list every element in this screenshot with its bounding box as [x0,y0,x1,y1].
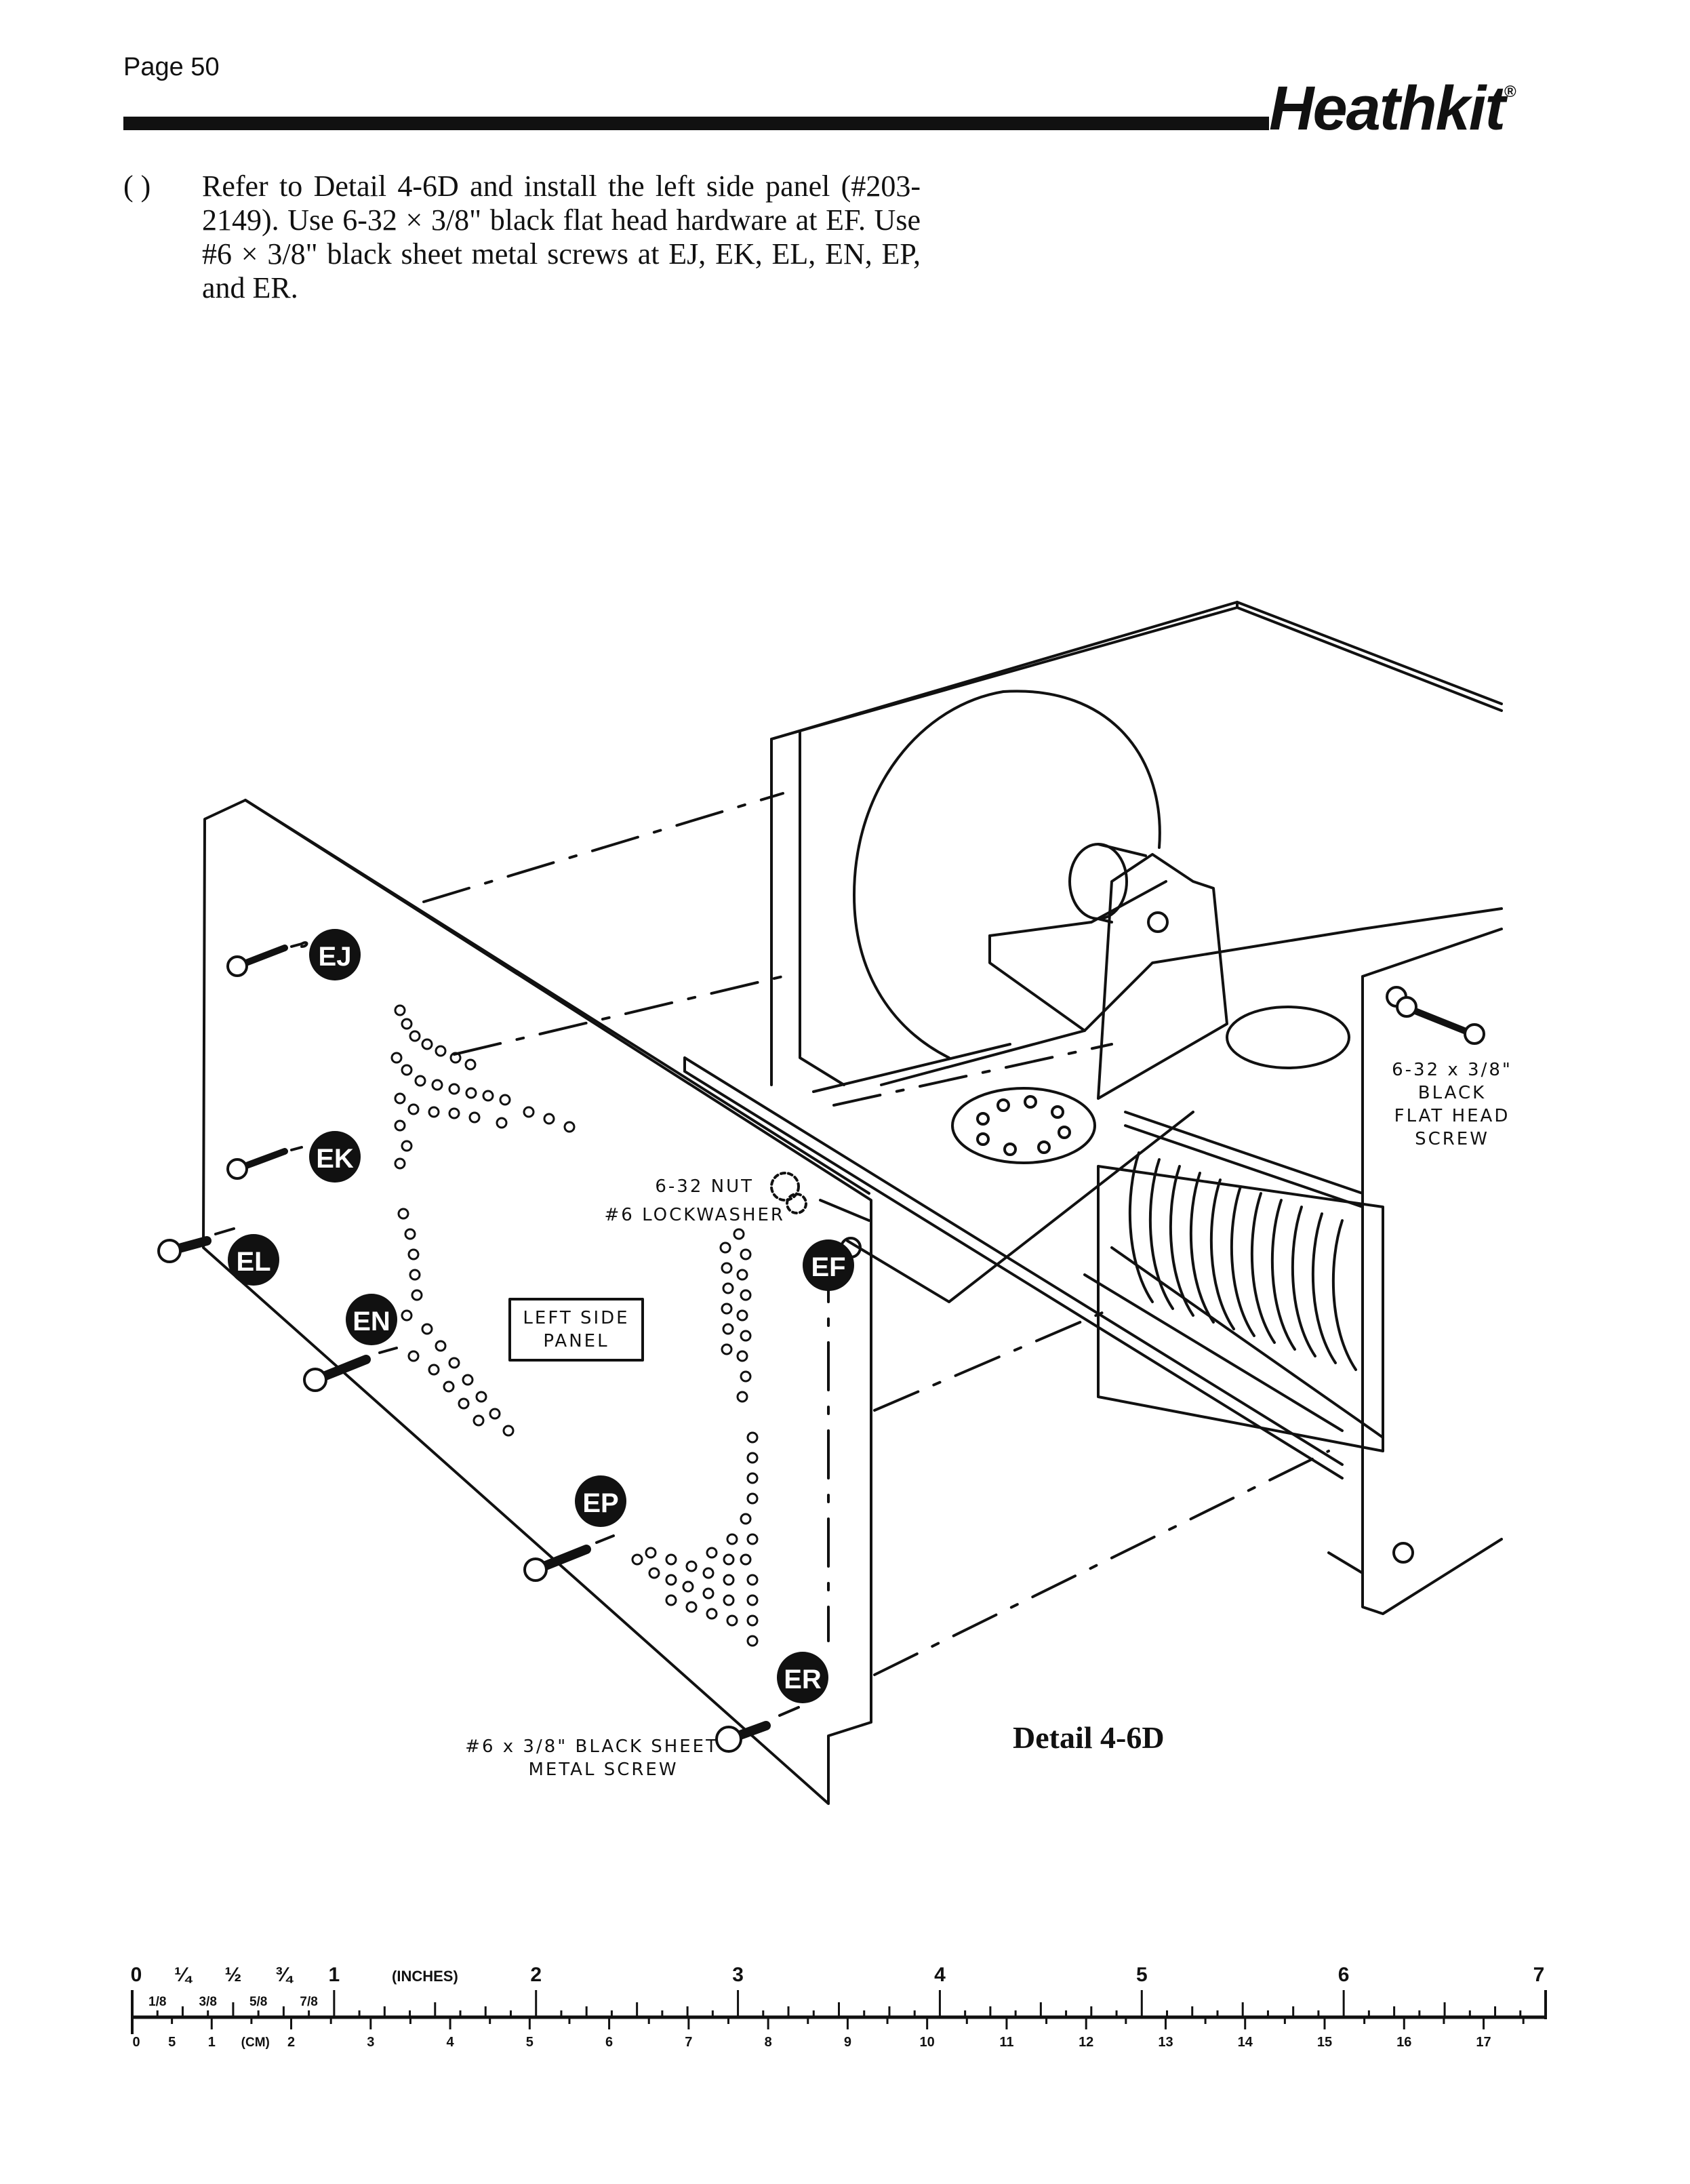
ruler-inch-label: ½ [224,1964,241,1986]
ruler-cm-label: 2 [287,2035,295,2050]
panel-label-line2: PANEL [543,1331,609,1351]
ruler-cm-label: 0 [132,2035,140,2050]
capacitor-bracket [1097,853,1228,1100]
socket-disk [951,1087,1096,1164]
screw-ej [226,941,308,977]
chassis-front-panel [770,730,845,1086]
callout-ef: EF [803,1239,854,1291]
flat-head-line2: BLACK [1418,1083,1486,1103]
ruler-cm-label: 10 [920,2035,935,2050]
ruler-fraction-label: 1/8 [148,1995,166,2009]
shaft-hub [1068,843,1128,920]
chassis-right-panel [1327,928,1503,1615]
standoff-bar [683,1056,1344,1480]
chassis-back-wall [770,601,1503,740]
ruler-cm-label: 12 [1079,2035,1093,2050]
callout-ek: EK [309,1131,361,1183]
ruler-cm-label: 8 [765,2035,772,2050]
panel-label-box [508,1298,644,1362]
ruler-inch-label: 2 [530,1964,542,1986]
ruler-cm-label: 16 [1396,2035,1411,2050]
ruler-cm-label: 9 [844,2035,851,2050]
chassis-floor [812,907,1503,1093]
ruler [131,1990,1547,2034]
panel-label-line1: LEFT SIDE [523,1308,629,1328]
svg-text:EJ: EJ [319,942,352,972]
step-text: Refer to Detail 4-6D and install the lef… [202,170,921,304]
svg-text:EN: EN [353,1307,390,1336]
ruler-cm-label: 17 [1476,2035,1491,2050]
ruler-inch-label: 0 [131,1964,142,1986]
header-rule [123,117,1269,130]
brand-logo: Heathkit® [1269,73,1516,144]
ruler-inch-label: 7 [1533,1964,1545,1986]
ruler-fraction-label: 5/8 [249,1995,267,2009]
ruler-fraction-label: 3/8 [199,1995,216,2009]
flat-head-line1: 6-32 x 3/8" [1392,1060,1512,1080]
ruler-cm-label: 7 [685,2035,692,2050]
screw-en [303,1347,398,1392]
svg-text:EP: EP [582,1488,618,1518]
ruler-cm-label: 3 [367,2035,374,2050]
flat-head-line3: FLAT HEAD [1394,1106,1510,1126]
ruler-inch-label: ¼ [174,1964,193,1986]
ruler-inch-label: 4 [934,1964,946,1986]
screw-er [715,1706,800,1753]
ruler-cm-label: 1 [208,2035,216,2050]
callout-el: EL [228,1234,279,1286]
ruler-inch-label: 5 [1136,1964,1148,1986]
flat-head-line4: SCREW [1415,1129,1489,1149]
callout-er: ER [777,1652,828,1703]
callout-ep: EP [575,1475,626,1527]
dial-disk [853,690,1161,1059]
step-checkbox[interactable]: ( ) [123,170,151,203]
sheet-screw-line2: METAL SCREW [528,1760,678,1780]
ruler-cm-label: 4 [447,2035,455,2050]
svg-text:ER: ER [784,1665,822,1694]
nut-label: 6-32 NUT [655,1176,754,1197]
figure-caption: Detail 4-6D [1013,1720,1165,1755]
svg-text:EL: EL [236,1247,270,1277]
screw-flat-head [1396,996,1485,1045]
screw-ek [226,1146,303,1180]
registered-mark: ® [1504,83,1516,101]
ruler-inch-label: 1 [329,1964,340,1986]
ruler-cm-label: 14 [1238,2035,1253,2050]
ruler-cm-label: 13 [1158,2035,1173,2050]
ruler-inch-label: 3 [732,1964,744,1986]
ruler-cm-unit: (CM) [241,2036,270,2050]
svg-text:EK: EK [316,1144,354,1174]
lockwasher-label: #6 LOCKWASHER [604,1205,785,1225]
ruler-inch-label: 6 [1338,1964,1350,1986]
ruler-cm-label: 11 [999,2035,1013,2050]
callout-ej: EJ [309,929,361,980]
brand-name: Heathkit [1269,74,1506,143]
screw-el [157,1227,235,1263]
variable-capacitor [1097,1165,1384,1452]
svg-text:EF: EF [811,1252,845,1282]
ruler-cm-label: 5 [168,2035,176,2050]
ruler-inches-unit: (INCHES) [392,1968,458,1985]
ruler-inch-label: ¾ [275,1964,294,1986]
ruler-fraction-label: 7/8 [300,1995,317,2009]
callout-en: EN [346,1294,397,1345]
ruler-cm-label: 5 [526,2035,534,2050]
ruler-cm-label: 15 [1317,2035,1332,2050]
page-number: Page 50 [123,53,220,81]
sheet-screw-line1: #6 x 3/8" BLACK SHEET [465,1736,719,1757]
ruler-cm-label: 6 [605,2035,613,2050]
nut [770,1172,800,1202]
screw-ep [523,1534,615,1582]
